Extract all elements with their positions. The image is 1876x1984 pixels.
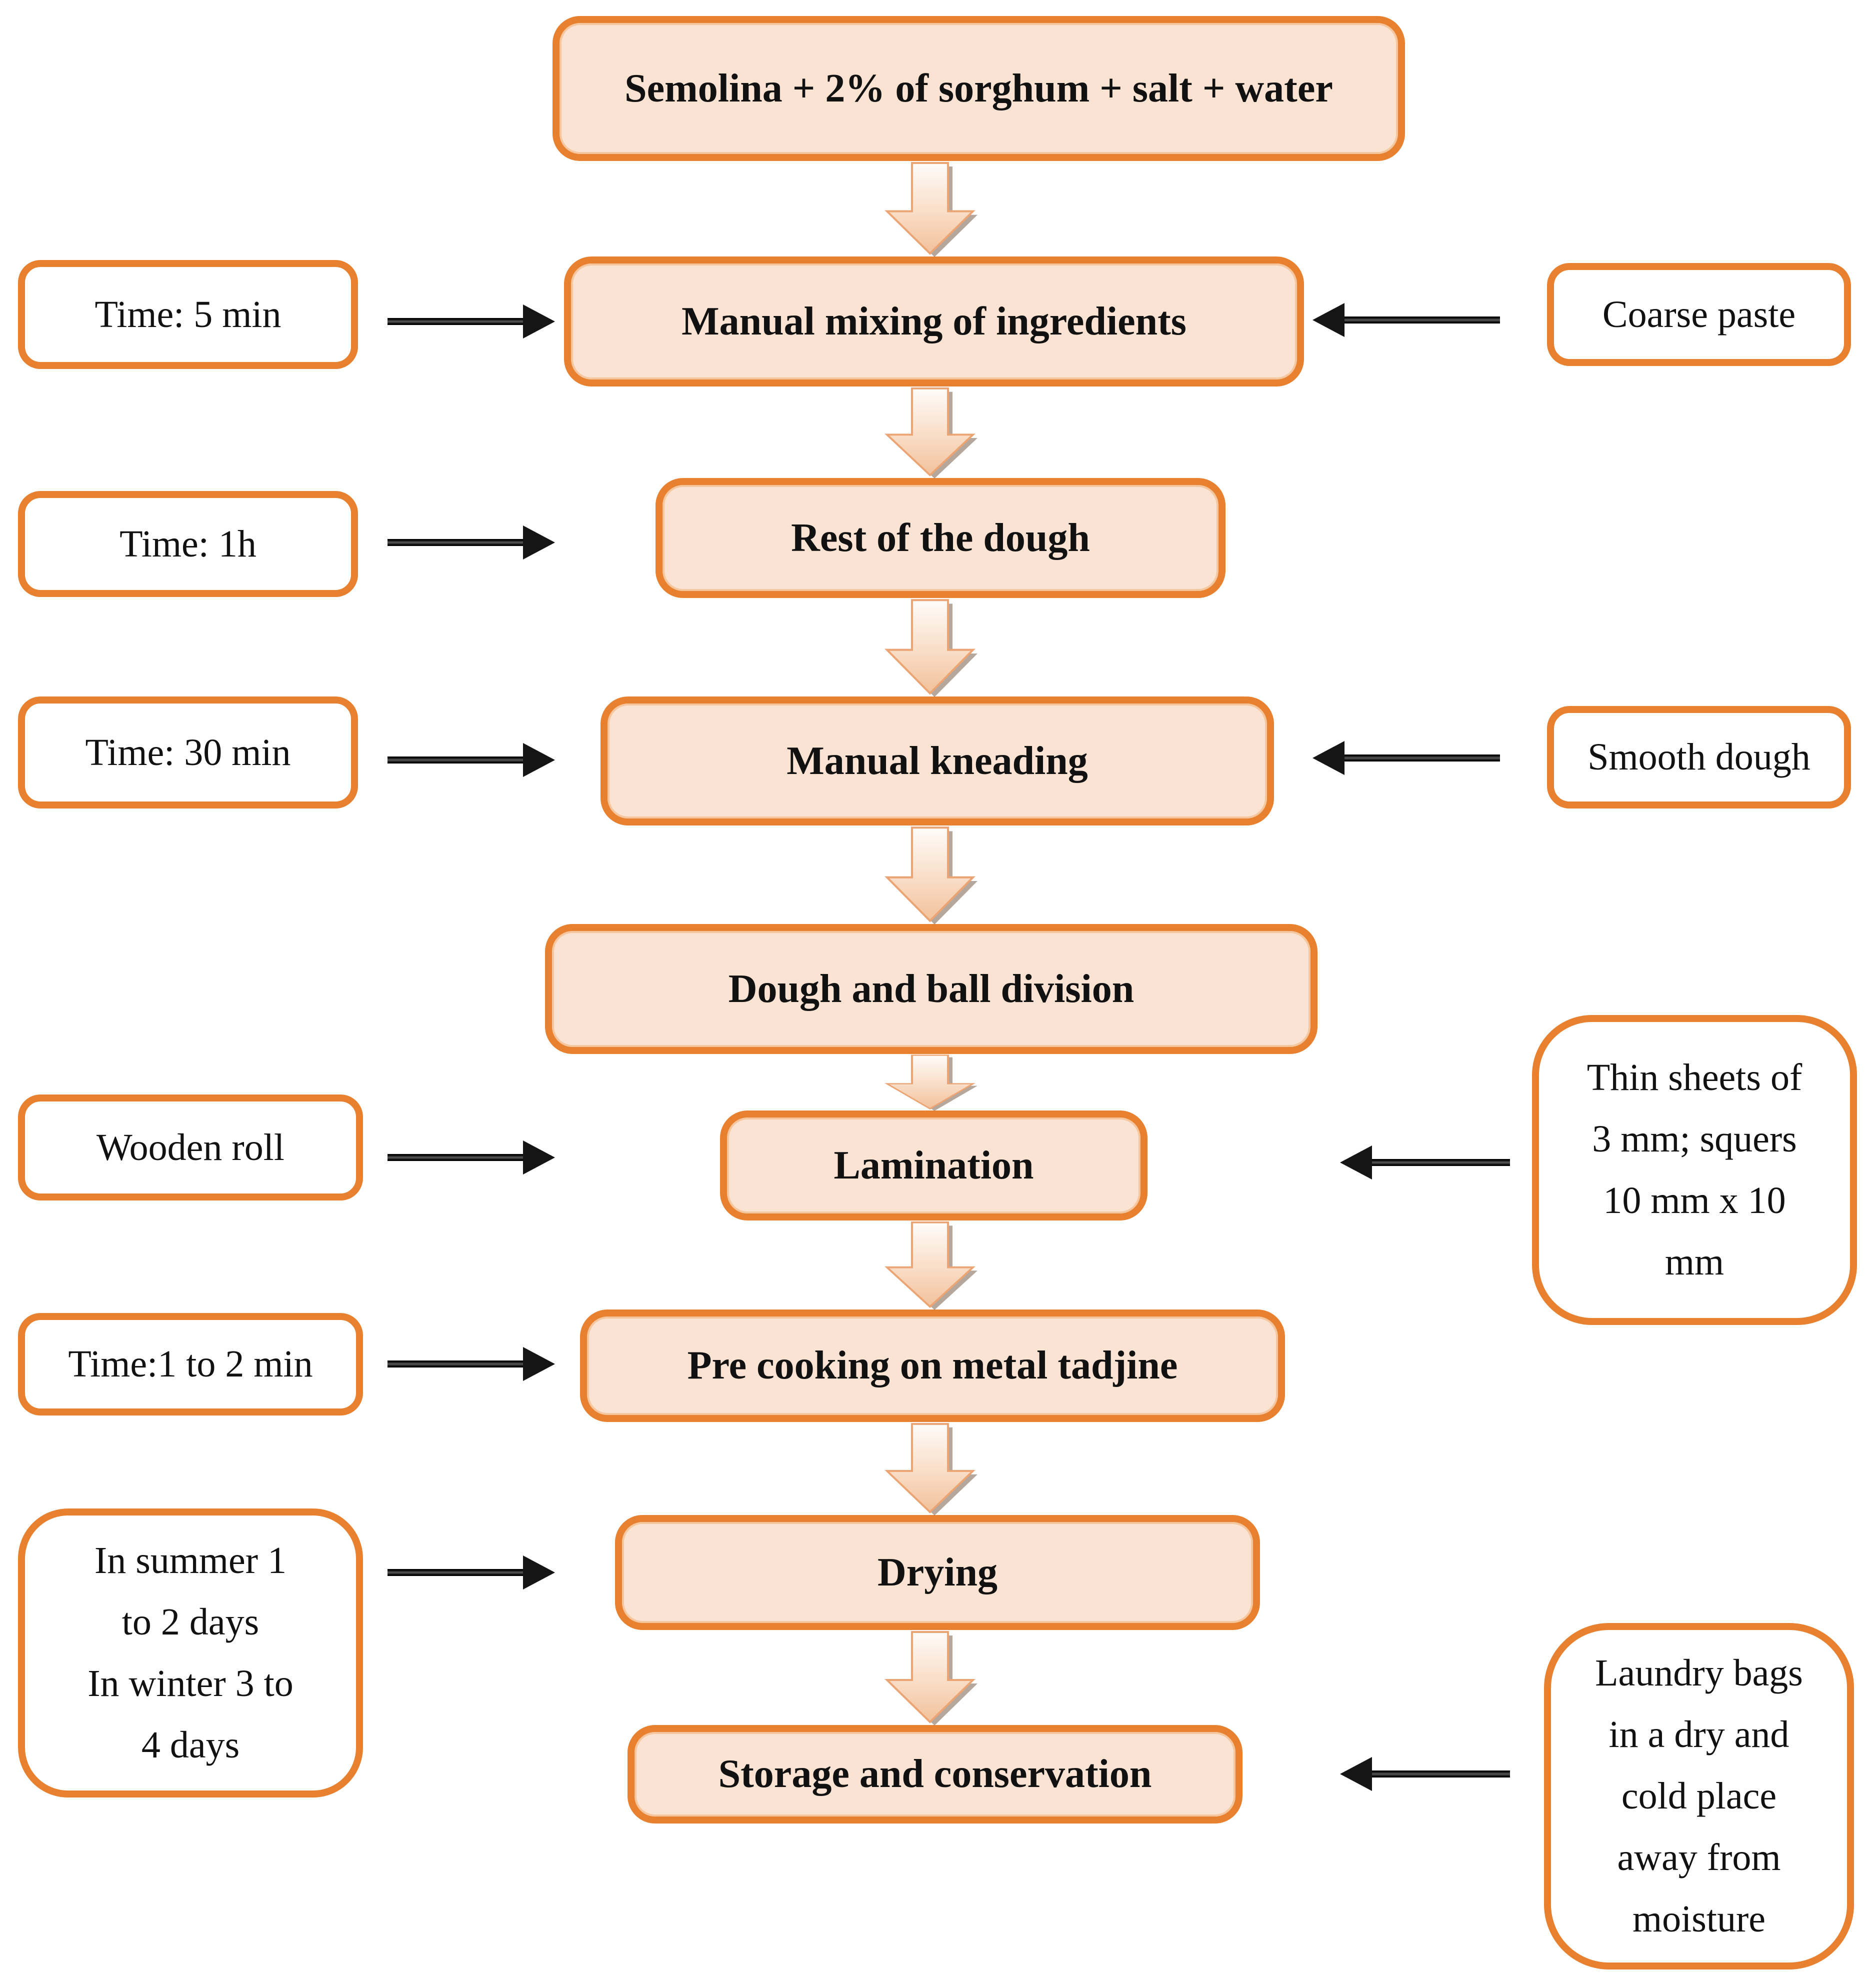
note-smooth-dough: Smooth dough (1547, 706, 1851, 808)
step-label: Drying (878, 1550, 998, 1594)
connector-left-arrow-icon (1312, 300, 1500, 340)
note-label: Wooden roll (96, 1126, 284, 1168)
note-label: Time: 1h (120, 522, 256, 565)
note-drying-duration: In summer 1 to 2 days In winter 3 to 4 d… (18, 1508, 363, 1798)
step-drying: Drying (615, 1515, 1260, 1630)
note-label: Time: 5 min (94, 293, 282, 336)
down-block-arrow-icon (886, 1422, 978, 1516)
step-semolina-ingredients: Semolina + 2% of sorghum + salt + water (552, 16, 1405, 161)
note-coarse-paste: Coarse paste (1547, 263, 1851, 366)
connector-right-arrow-icon (388, 1138, 555, 1178)
down-block-arrow-icon (880, 161, 978, 258)
step-label: Manual kneading (786, 738, 1088, 783)
down-block-arrow-icon (886, 1054, 978, 1111)
note-label: Time:1 to 2 min (68, 1343, 313, 1385)
step-label: Dough and ball division (728, 966, 1134, 1011)
down-block-arrow-icon (886, 1631, 978, 1726)
step-label: Pre cooking on metal tadjine (687, 1344, 1178, 1388)
step-label: Rest of the dough (791, 516, 1090, 560)
step-label: Lamination (834, 1143, 1034, 1188)
note-label: Smooth dough (1588, 736, 1810, 778)
note-label: In summer 1 to 2 days In winter 3 to 4 d… (88, 1539, 294, 1766)
note-thin-sheets: Thin sheets of 3 mm; squers 10 mm x 10 m… (1532, 1015, 1857, 1325)
note-label: Time: 30 min (85, 731, 291, 774)
note-time-1-2-min: Time:1 to 2 min (18, 1313, 363, 1416)
connector-right-arrow-icon (388, 1344, 555, 1384)
connector-right-arrow-icon (388, 740, 555, 780)
down-block-arrow-icon (886, 387, 978, 478)
down-block-arrow-icon (886, 1221, 978, 1310)
note-label: Thin sheets of 3 mm; squers 10 mm x 10 m… (1586, 1056, 1802, 1284)
note-laundry-storage: Laundry bags in a dry and cold place awa… (1544, 1623, 1854, 1970)
step-label: Semolina + 2% of sorghum + salt + water (624, 66, 1333, 110)
down-block-arrow-icon (880, 598, 978, 698)
step-manual-kneading: Manual kneading (600, 696, 1274, 826)
connector-right-arrow-icon (388, 1552, 555, 1592)
step-storage-conservation: Storage and conservation (628, 1725, 1242, 1824)
connector-left-arrow-icon (1340, 1754, 1510, 1794)
step-lamination: Lamination (720, 1110, 1148, 1220)
note-time-1h: Time: 1h (18, 491, 358, 597)
note-wooden-roll: Wooden roll (18, 1094, 363, 1200)
note-label: Laundry bags in a dry and cold place awa… (1595, 1652, 1803, 1940)
step-rest-of-dough: Rest of the dough (656, 478, 1226, 598)
step-label: Manual mixing of ingredients (682, 299, 1186, 344)
connector-right-arrow-icon (388, 522, 555, 562)
step-manual-mixing: Manual mixing of ingredients (564, 256, 1304, 386)
connector-left-arrow-icon (1340, 1142, 1510, 1182)
note-time-30-min: Time: 30 min (18, 696, 358, 808)
note-label: Coarse paste (1602, 293, 1796, 336)
connector-left-arrow-icon (1312, 738, 1500, 778)
step-label: Storage and conservation (718, 1752, 1152, 1796)
note-time-5-min: Time: 5 min (18, 260, 358, 369)
step-pre-cooking: Pre cooking on metal tadjine (580, 1310, 1285, 1422)
down-block-arrow-icon (880, 826, 978, 925)
connector-right-arrow-icon (388, 302, 555, 342)
step-dough-ball-division: Dough and ball division (545, 924, 1318, 1054)
